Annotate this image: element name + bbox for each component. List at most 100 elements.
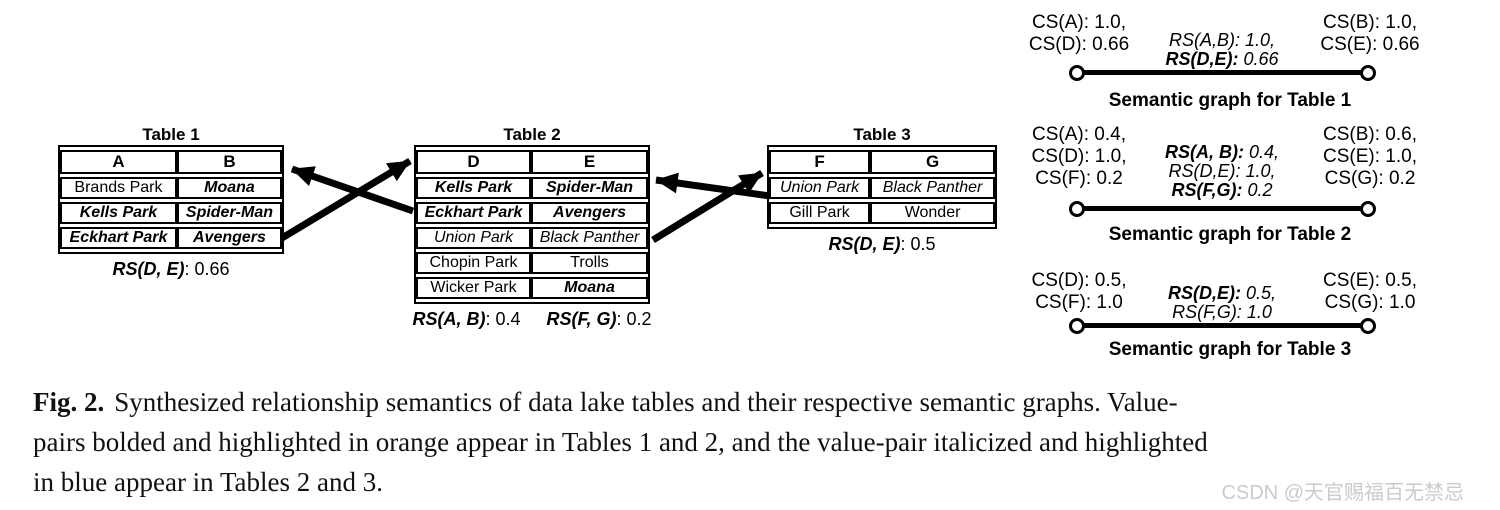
graph-3-left-node-circle [1069, 318, 1085, 334]
table-cell: Wonder [870, 202, 995, 224]
table-cell: Moana [531, 277, 648, 299]
table-cell: Wicker Park [416, 277, 532, 299]
caption-text-1: Synthesized relationship semantics of da… [114, 387, 1178, 417]
table-2-rs-labels: RS(A, B): 0.4 RS(F, G): 0.2 [412, 309, 652, 330]
graph-3-edge-labels: RS(D,E): 0.5,RS(F,G): 1.0 [1117, 284, 1327, 322]
semantic-graph-3: CS(D): 0.5,CS(F): 1.0 RS(D,E): 0.5,RS(F,… [1020, 258, 1450, 366]
table-cell: Kells Park [416, 177, 532, 199]
cs-score-label: CS(E): 0.5, [1323, 270, 1417, 291]
graph-1-caption: Semantic graph for Table 1 [1108, 90, 1352, 111]
table-cell: Avengers [531, 202, 648, 224]
rs-score-label: RS(D, E): 0.5 [828, 234, 935, 255]
rs-score-label: RS(F, G): 0.2 [547, 309, 652, 330]
rs-edge-label: RS(D,E): 0.66 [1117, 50, 1327, 69]
rs-score-name: RS(F, G) [546, 309, 617, 329]
table-cell: Brands Park [60, 177, 177, 199]
graph-1-edge-line [1077, 70, 1368, 75]
graph-3-right-node-circle [1360, 318, 1376, 334]
rs-edge-value: 0.66 [1238, 49, 1279, 69]
rs-edge-label: RS(A,B): 1.0, [1117, 31, 1327, 50]
semantic-graph-2: CS(A): 0.4,CS(D): 1.0,CS(F): 0.2 RS(A, B… [1020, 124, 1450, 246]
rs-edge-value: 0.5, [1240, 283, 1277, 303]
caption-line-1: Fig. 2. Synthesized relationship semantic… [33, 382, 1473, 422]
table-3-rs-label: RS(D, E): 0.5 [767, 234, 997, 255]
table-1-title: Table 1 [142, 125, 200, 144]
graph-2-left-node-labels: CS(A): 0.4,CS(D): 1.0,CS(F): 0.2 [1020, 124, 1138, 190]
table-cell: Union Park [416, 227, 532, 249]
rs-score-name: RS(D, E) [112, 259, 185, 279]
table-cell: Black Panther [531, 227, 648, 249]
rs-score-label: RS(D, E): 0.66 [112, 259, 229, 280]
cs-score-label: CS(A): 1.0, [1032, 12, 1126, 33]
graph-2-left-node-circle [1069, 201, 1085, 217]
graph-2-right-node-labels: CS(B): 0.6,CS(E): 1.0,CS(G): 0.2 [1300, 124, 1440, 190]
graph-1-left-node-circle [1069, 65, 1085, 81]
column-header: F [769, 150, 871, 174]
figure-number: Fig. 2. [33, 387, 105, 417]
rs-edge-label: RS(F,G): 1.0 [1117, 303, 1327, 322]
rs-edge-name: RS(F,G): [1172, 302, 1242, 322]
table-cell: Union Park [769, 177, 871, 199]
cs-score-label: CS(E): 0.66 [1320, 34, 1420, 55]
graph-2-right-node-circle [1360, 201, 1376, 217]
csdn-watermark: CSDN @天官赐福百无禁忌 [1221, 482, 1464, 504]
graph-3-caption: Semantic graph for Table 3 [1108, 339, 1352, 360]
cs-score-label: CS(D): 0.66 [1028, 34, 1130, 55]
table-cell: Spider-Man [531, 177, 648, 199]
cs-score-label: CS(F): 0.2 [1035, 168, 1123, 189]
cs-score-label: CS(B): 0.6, [1323, 124, 1417, 145]
cs-score-label: CS(B): 1.0, [1323, 12, 1417, 33]
caption-line-3: in blue appear in Tables 2 and 3. [33, 467, 384, 497]
rs-score-value: : 0.5 [900, 234, 936, 254]
cs-score-label: CS(D): 0.5, [1031, 270, 1127, 291]
graph-2-edge-labels: RS(A, B): 0.4,RS(D,E): 1.0,RS(F,G): 0.2 [1117, 143, 1327, 200]
rs-score-value: : 0.66 [184, 259, 230, 279]
rs-edge-value: 1.0, [1240, 161, 1276, 181]
graph-3-edge-line [1077, 323, 1368, 328]
cs-score-label: CS(G): 0.2 [1324, 168, 1416, 189]
cs-score-label: CS(E): 1.0, [1323, 146, 1417, 167]
rs-score-value: : 0.2 [616, 309, 652, 329]
rs-score-value: : 0.4 [485, 309, 521, 329]
table-cell: Eckhart Park [60, 227, 177, 249]
column-header: G [870, 150, 995, 174]
table-cell: Avengers [176, 227, 282, 249]
column-header: D [416, 150, 532, 174]
column-header: B [176, 150, 282, 174]
graph-3-right-node-labels: CS(E): 0.5,CS(G): 1.0 [1300, 270, 1440, 314]
column-header: E [531, 150, 648, 174]
rs-edge-label: RS(D,E): 0.5, [1117, 284, 1327, 303]
semantic-graph-1: CS(A): 1.0,CS(D): 0.66 RS(A,B): 1.0,RS(D… [1020, 12, 1450, 122]
table-3-title: Table 3 [853, 125, 911, 144]
table-cell: Moana [176, 177, 282, 199]
rs-edge-name: RS(F,G): [1171, 180, 1243, 200]
table-cell: Kells Park [60, 202, 177, 224]
graph-1-right-node-labels: CS(B): 1.0,CS(E): 0.66 [1300, 12, 1440, 56]
rs-score-name: RS(D, E) [828, 234, 901, 254]
arrow-table3-to-table2 [655, 172, 771, 200]
rs-edge-value: 0.4, [1243, 142, 1280, 162]
table-2-title: Table 2 [503, 125, 561, 144]
cs-score-label: CS(G): 1.0 [1324, 292, 1416, 313]
table-cell: Chopin Park [416, 252, 532, 274]
figure-caption: Fig. 2. Synthesized relationship semantic… [33, 382, 1473, 502]
table-cell: Eckhart Park [416, 202, 532, 224]
rs-edge-label: RS(F,G): 0.2 [1117, 181, 1327, 200]
rs-score-label: RS(A, B): 0.4 [412, 309, 520, 330]
graph-1-edge-labels: RS(A,B): 1.0,RS(D,E): 0.66 [1117, 31, 1327, 69]
